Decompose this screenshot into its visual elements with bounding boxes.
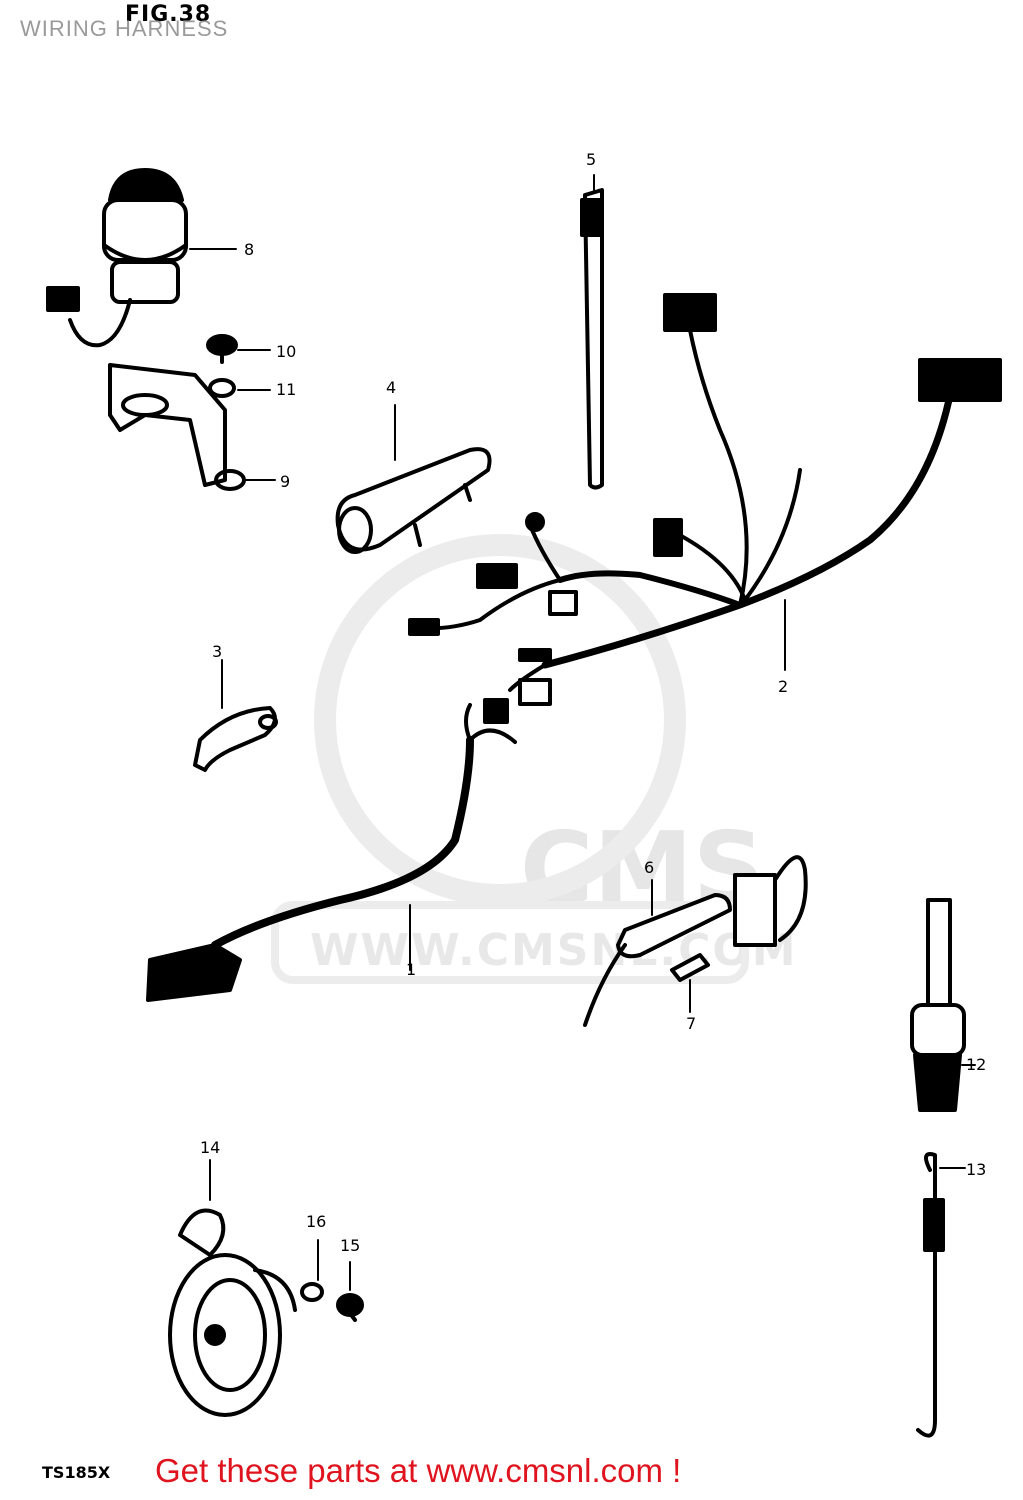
callout-16: 16 xyxy=(306,1212,327,1231)
bracket-part xyxy=(108,363,276,491)
callout-4: 4 xyxy=(386,378,397,397)
fuse-holder-part xyxy=(583,855,808,1027)
fuse-part xyxy=(670,953,710,1013)
clamp-part xyxy=(193,659,278,772)
callout-9: 9 xyxy=(280,472,291,491)
horn-bolt-part xyxy=(336,1261,364,1322)
callout-6: 6 xyxy=(644,858,655,877)
callout-10: 10 xyxy=(276,342,297,361)
watermark-circle xyxy=(314,534,686,906)
callout-7: 7 xyxy=(686,1014,697,1033)
get-parts-link[interactable]: Get these parts at www.cmsnl.com ! xyxy=(155,1452,682,1489)
wiring-harness-main-part xyxy=(408,293,1002,706)
spark-plug-cap-part xyxy=(910,898,976,1112)
figure-number: FIG.38 xyxy=(125,2,212,27)
callout-1: 1 xyxy=(406,960,417,979)
callout-11: 11 xyxy=(276,380,297,399)
page-title: WIRING HARNESS xyxy=(20,16,229,41)
callout-12: 12 xyxy=(966,1055,987,1074)
callout-13: 13 xyxy=(966,1160,987,1179)
washer-part xyxy=(208,378,271,398)
horn-part xyxy=(168,1159,297,1417)
callout-14: 14 xyxy=(200,1138,221,1157)
wiring-harness-part xyxy=(146,698,517,1002)
spring-hook-part xyxy=(916,1152,966,1438)
callout-5: 5 xyxy=(586,150,597,169)
model-code: TS185X xyxy=(42,1463,111,1482)
callout-2: 2 xyxy=(778,677,789,696)
band-part xyxy=(580,174,604,490)
ignition-switch-part xyxy=(46,168,237,348)
callout-3: 3 xyxy=(212,642,223,661)
screw-part xyxy=(206,334,271,364)
ignition-coil-part xyxy=(335,404,492,554)
horn-washer-part xyxy=(300,1239,324,1302)
watermark-url: WWW.CMSNL.COM xyxy=(310,925,798,976)
callout-8: 8 xyxy=(244,240,255,259)
callout-15: 15 xyxy=(340,1236,361,1255)
